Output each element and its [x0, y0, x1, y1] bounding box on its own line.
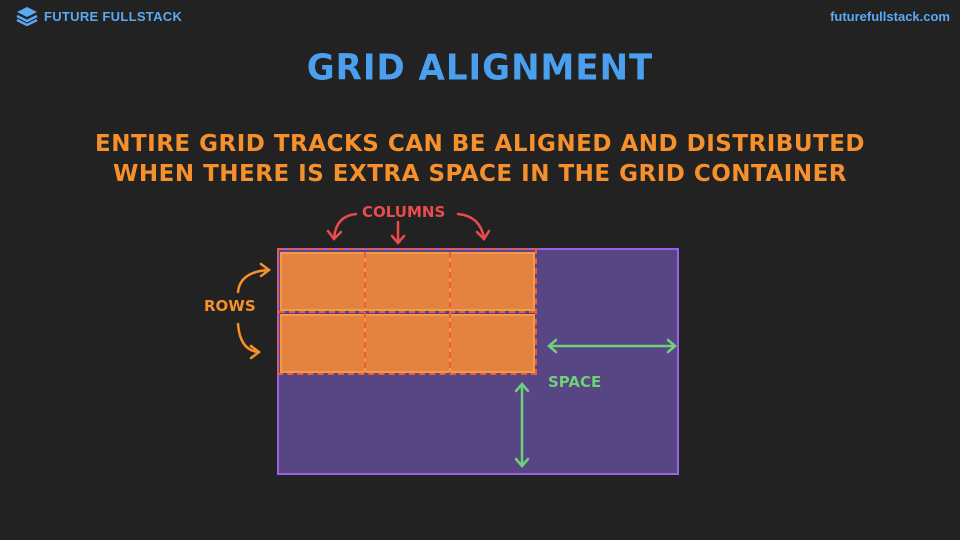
- space-arrows: [514, 338, 677, 468]
- grid-cell: [280, 252, 366, 311]
- brand: FUTURE FULLSTACK: [16, 6, 182, 26]
- grid-cell: [449, 314, 535, 373]
- columns-label: COLUMNS: [362, 203, 446, 221]
- site-url: futurefullstack.com: [830, 9, 950, 24]
- grid-tracks-area: [277, 248, 537, 375]
- slide-title: GRID ALIGNMENT: [306, 47, 654, 89]
- slide-subtitle-line-1: ENTIRE GRID TRACKS CAN BE ALIGNED AND DI…: [94, 131, 865, 157]
- grid-cell: [449, 252, 535, 311]
- grid-cell: [364, 252, 451, 311]
- grid-cell: [280, 314, 366, 373]
- slide-subtitle-line-2: WHEN THERE IS EXTRA SPACE IN THE GRID CO…: [113, 161, 847, 187]
- brand-name: FUTURE FULLSTACK: [44, 8, 183, 24]
- columns-arrows: [326, 212, 491, 245]
- layers-logo-icon: [16, 7, 38, 26]
- rows-label: ROWS: [204, 297, 256, 315]
- space-label: SPACE: [548, 373, 602, 391]
- rows-arrows: [236, 262, 272, 360]
